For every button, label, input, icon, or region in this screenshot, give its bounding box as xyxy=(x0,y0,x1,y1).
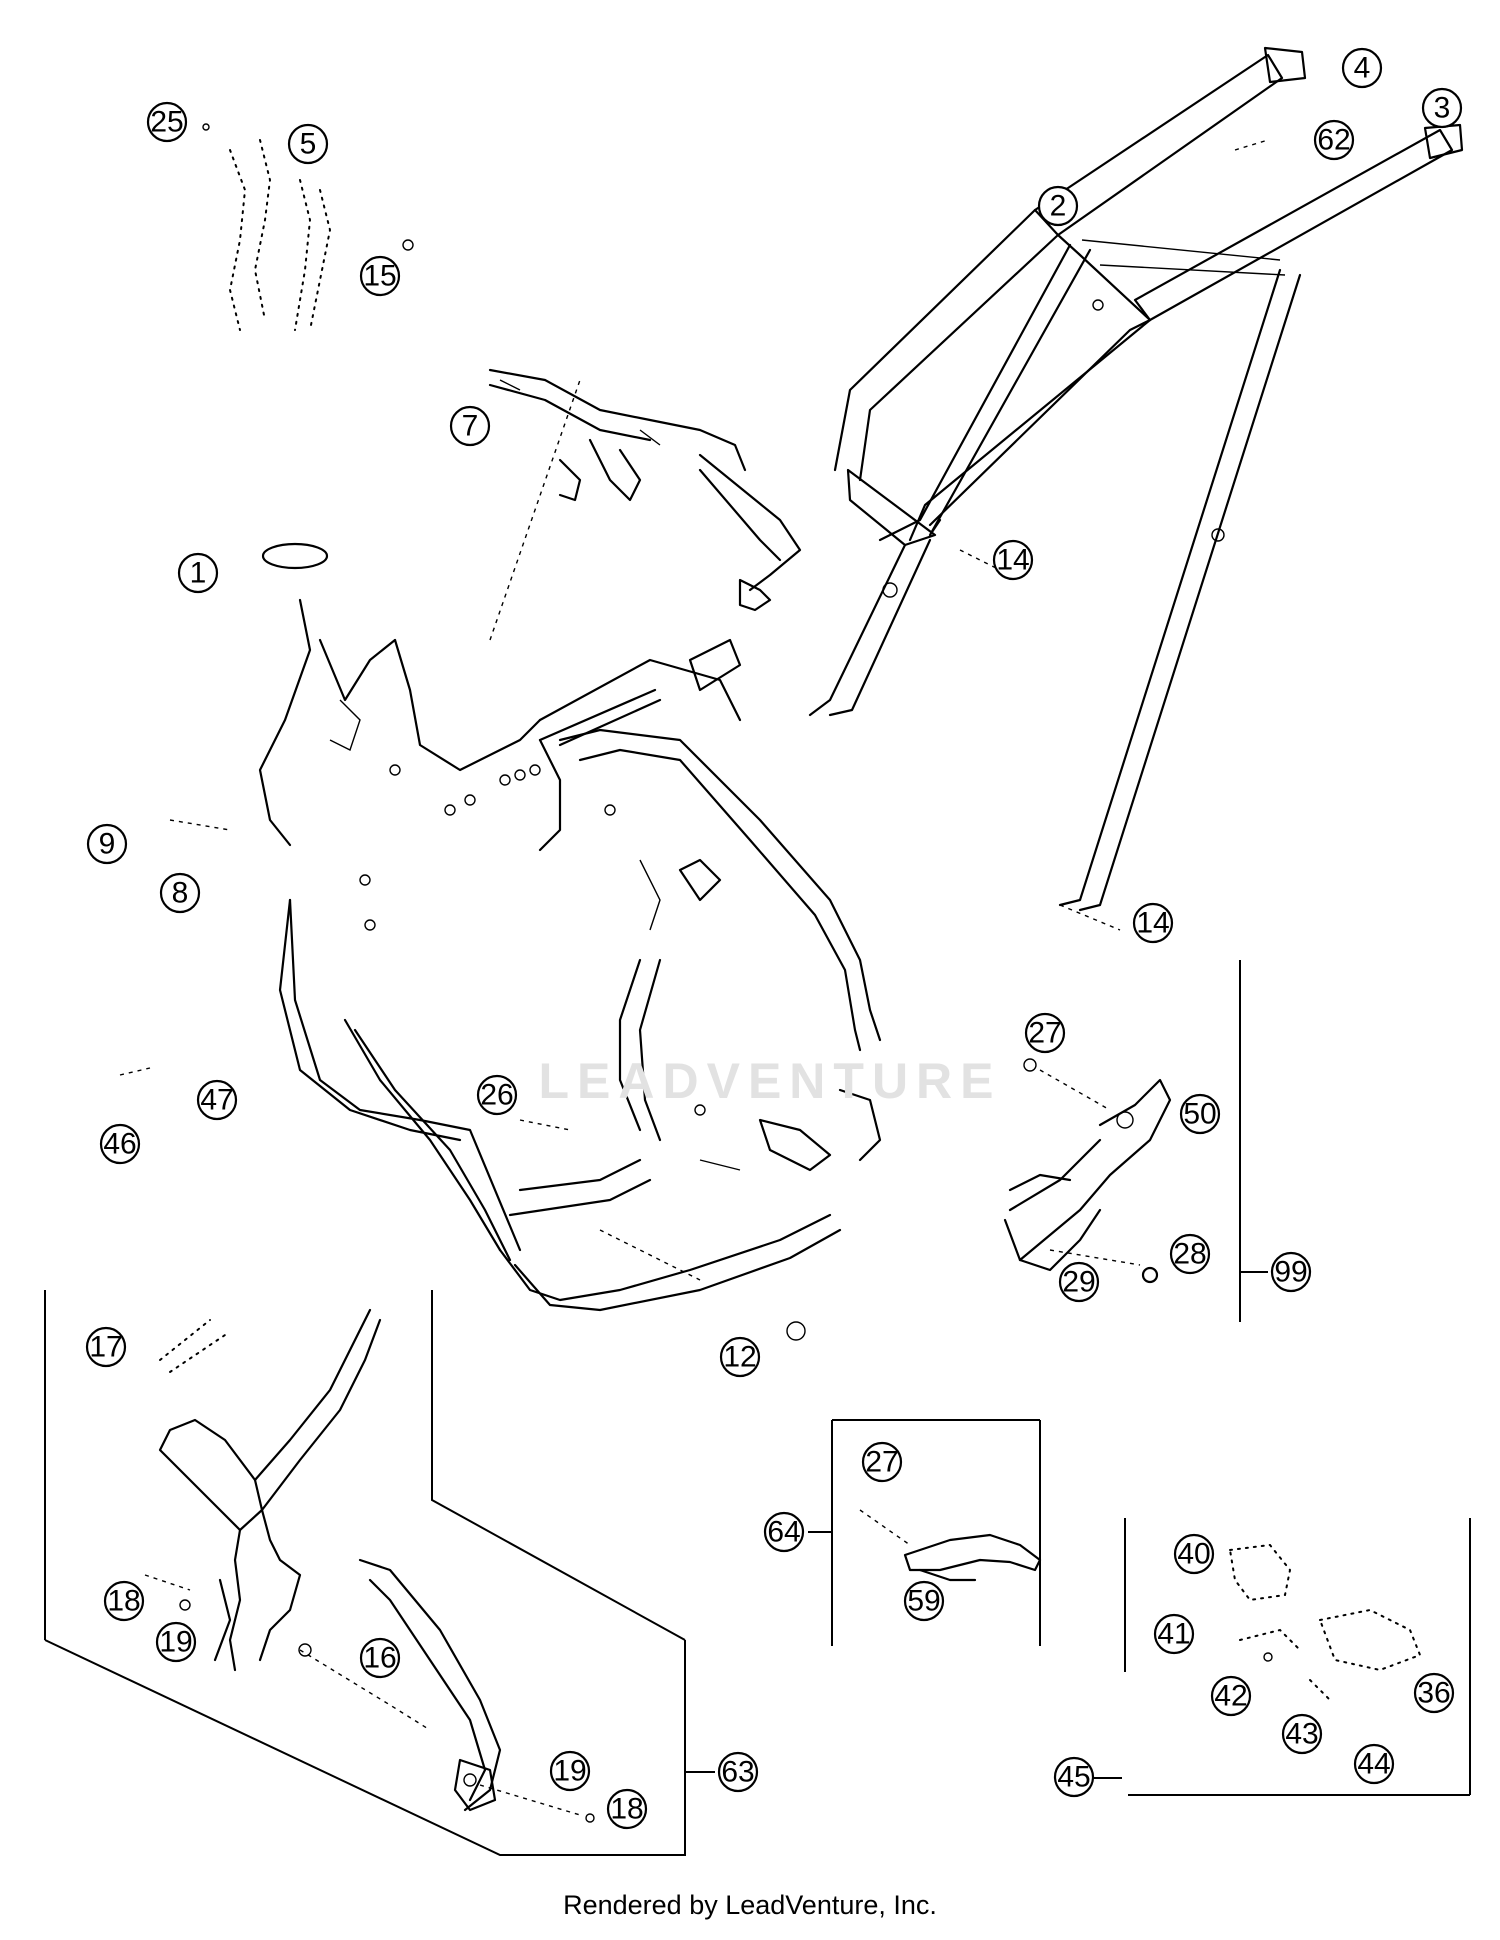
part-5-drawing xyxy=(202,123,414,331)
callout-label: 9 xyxy=(99,828,116,861)
callout: 9 xyxy=(86,823,128,865)
callout: 27 xyxy=(861,1441,903,1483)
callout: 45 xyxy=(1053,1756,1095,1798)
callout-label: 29 xyxy=(1062,1266,1095,1299)
watermark: LEADVENTURE xyxy=(538,1053,1002,1109)
callout: 18 xyxy=(606,1788,648,1830)
callout-label: 41 xyxy=(1157,1618,1190,1651)
callout: 29 xyxy=(1058,1261,1100,1303)
callout: 3 xyxy=(1421,87,1463,129)
callout: 46 xyxy=(99,1123,141,1165)
callout-label: 15 xyxy=(363,260,396,293)
callout-label: 1 xyxy=(190,557,207,590)
callout-label: 45 xyxy=(1057,1761,1090,1794)
callout-label: 28 xyxy=(1173,1238,1206,1271)
callout-label: 40 xyxy=(1177,1538,1210,1571)
part-64-drawing xyxy=(859,1509,1042,1582)
part-45-drawing xyxy=(1228,1543,1422,1701)
callout: 64 xyxy=(763,1511,805,1553)
callout-label: 42 xyxy=(1214,1680,1247,1713)
callout-label: 26 xyxy=(480,1079,513,1112)
callout: 40 xyxy=(1173,1533,1215,1575)
callout-label: 8 xyxy=(172,877,189,910)
callout: 19 xyxy=(549,1750,591,1792)
callout: 44 xyxy=(1353,1743,1395,1785)
callout: 99 xyxy=(1270,1251,1312,1293)
callout: 14 xyxy=(992,539,1034,581)
callout-label: 14 xyxy=(1136,907,1169,940)
callout-label: 17 xyxy=(89,1331,122,1364)
part-99-drawing xyxy=(1003,1058,1172,1284)
callout-label: 18 xyxy=(610,1793,643,1826)
callout: 59 xyxy=(903,1580,945,1622)
callout-label: 7 xyxy=(462,410,479,443)
callout-label: 63 xyxy=(721,1756,754,1789)
callout: 63 xyxy=(717,1751,759,1793)
callout: 25 xyxy=(146,101,188,143)
callout-label: 18 xyxy=(107,1585,140,1618)
callout-label: 4 xyxy=(1354,52,1371,85)
callout: 50 xyxy=(1179,1093,1221,1135)
callout: 16 xyxy=(359,1637,401,1679)
callout-label: 3 xyxy=(1434,92,1451,125)
callout-label: 27 xyxy=(1028,1017,1061,1050)
callout-label: 46 xyxy=(103,1128,136,1161)
callout: 62 xyxy=(1313,119,1355,161)
callout-label: 19 xyxy=(159,1626,192,1659)
footer-credit: Rendered by LeadVenture, Inc. xyxy=(563,1890,937,1920)
callout-label: 36 xyxy=(1417,1677,1450,1710)
callout-label: 59 xyxy=(907,1585,940,1618)
callout-label: 12 xyxy=(723,1341,756,1374)
main-frame-drawing xyxy=(119,379,882,1341)
callout-label: 25 xyxy=(150,106,183,139)
callout-label: 16 xyxy=(363,1642,396,1675)
callout: 26 xyxy=(476,1074,518,1116)
callout: 5 xyxy=(287,123,329,165)
callout: 27 xyxy=(1024,1012,1066,1054)
callout-label: 19 xyxy=(553,1755,586,1788)
callout: 47 xyxy=(196,1079,238,1121)
callout-label: 43 xyxy=(1285,1718,1318,1751)
callout: 42 xyxy=(1210,1675,1252,1717)
callout: 36 xyxy=(1413,1672,1455,1714)
group-brackets xyxy=(44,960,1471,1856)
callout: 8 xyxy=(159,872,201,914)
callout: 41 xyxy=(1153,1613,1195,1655)
callout: 19 xyxy=(155,1621,197,1663)
callout: 43 xyxy=(1281,1713,1323,1755)
callout-label: 50 xyxy=(1183,1098,1216,1131)
callout-label: 64 xyxy=(767,1516,800,1549)
callout-label: 5 xyxy=(300,128,317,161)
callout: 28 xyxy=(1169,1233,1211,1275)
callout: 18 xyxy=(103,1580,145,1622)
callout: 4 xyxy=(1341,47,1383,89)
callout-label: 44 xyxy=(1357,1748,1390,1781)
callout: 7 xyxy=(449,405,491,447)
callout-label: 62 xyxy=(1317,124,1350,157)
callout: 14 xyxy=(1132,902,1174,944)
callout: 1 xyxy=(177,552,219,594)
callout-label: 47 xyxy=(200,1084,233,1117)
subframe-drawing xyxy=(808,46,1464,931)
bracket-drawing xyxy=(488,368,802,612)
callout: 12 xyxy=(719,1336,761,1378)
callout: 2 xyxy=(1037,185,1079,227)
callout-label: 99 xyxy=(1274,1256,1307,1289)
callout: 17 xyxy=(85,1326,127,1368)
part-63-drawing xyxy=(144,1308,595,1823)
callout: 15 xyxy=(359,255,401,297)
callout-label: 27 xyxy=(865,1446,898,1479)
callout-label: 2 xyxy=(1050,190,1067,223)
callout-label: 14 xyxy=(996,544,1029,577)
